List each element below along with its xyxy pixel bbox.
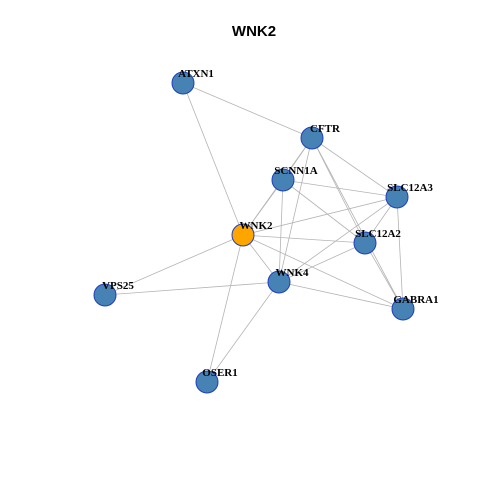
node-label-slc12a3: SLC12A3	[387, 182, 433, 194]
node-vps25	[93, 283, 117, 307]
edge-wnk4-gabra1	[278, 281, 404, 310]
node-label-wnk2: WNK2	[240, 220, 274, 232]
edge-wnk2-slc12a2	[242, 234, 366, 244]
node-cftr	[300, 126, 324, 150]
edge-wnk2-vps25	[104, 234, 244, 296]
edge-vps25-wnk4	[104, 281, 280, 296]
node-label-oser1: OSER1	[202, 367, 237, 379]
edge-scnn1a-wnk4	[278, 179, 284, 283]
edge-cftr-gabra1	[311, 137, 404, 310]
node-layer	[93, 71, 415, 394]
node-gabra1	[391, 297, 415, 321]
edge-atxn1-wnk2	[182, 82, 244, 236]
edge-slc12a3-wnk4	[278, 196, 398, 283]
edge-slc12a3-wnk2	[242, 196, 398, 236]
edge-slc12a2-gabra1	[364, 242, 404, 310]
edge-slc12a2-wnk4	[278, 242, 366, 283]
node-label-gabra1: GABRA1	[393, 294, 438, 306]
node-wnk4	[267, 270, 291, 294]
edge-wnk4-oser1	[206, 281, 280, 383]
node-label-cftr: CFTR	[310, 123, 341, 135]
node-atxn1	[171, 71, 195, 95]
edge-cftr-slc12a2	[311, 137, 366, 244]
node-label-scnn1a: SCNN1A	[274, 165, 317, 177]
edge-wnk2-oser1	[206, 234, 244, 383]
node-label-atxn1: ATXN1	[178, 68, 214, 80]
node-label-slc12a2: SLC12A2	[355, 228, 401, 240]
node-oser1	[195, 370, 219, 394]
edge-scnn1a-slc12a3	[282, 179, 398, 198]
edge-scnn1a-slc12a2	[282, 179, 366, 244]
node-scnn1a	[271, 168, 295, 192]
chart-title: WNK2	[232, 23, 276, 40]
node-slc12a3	[385, 185, 409, 209]
node-wnk2	[231, 223, 255, 247]
node-slc12a2	[353, 231, 377, 255]
edge-cftr-slc12a3	[311, 137, 398, 198]
edge-slc12a3-gabra1	[396, 196, 404, 310]
node-label-wnk4: WNK4	[276, 267, 310, 279]
node-label-vps25: VPS25	[102, 280, 134, 292]
edge-cftr-wnk4	[278, 137, 313, 283]
edge-wnk2-gabra1	[242, 234, 404, 310]
edge-atxn1-cftr	[182, 82, 313, 139]
